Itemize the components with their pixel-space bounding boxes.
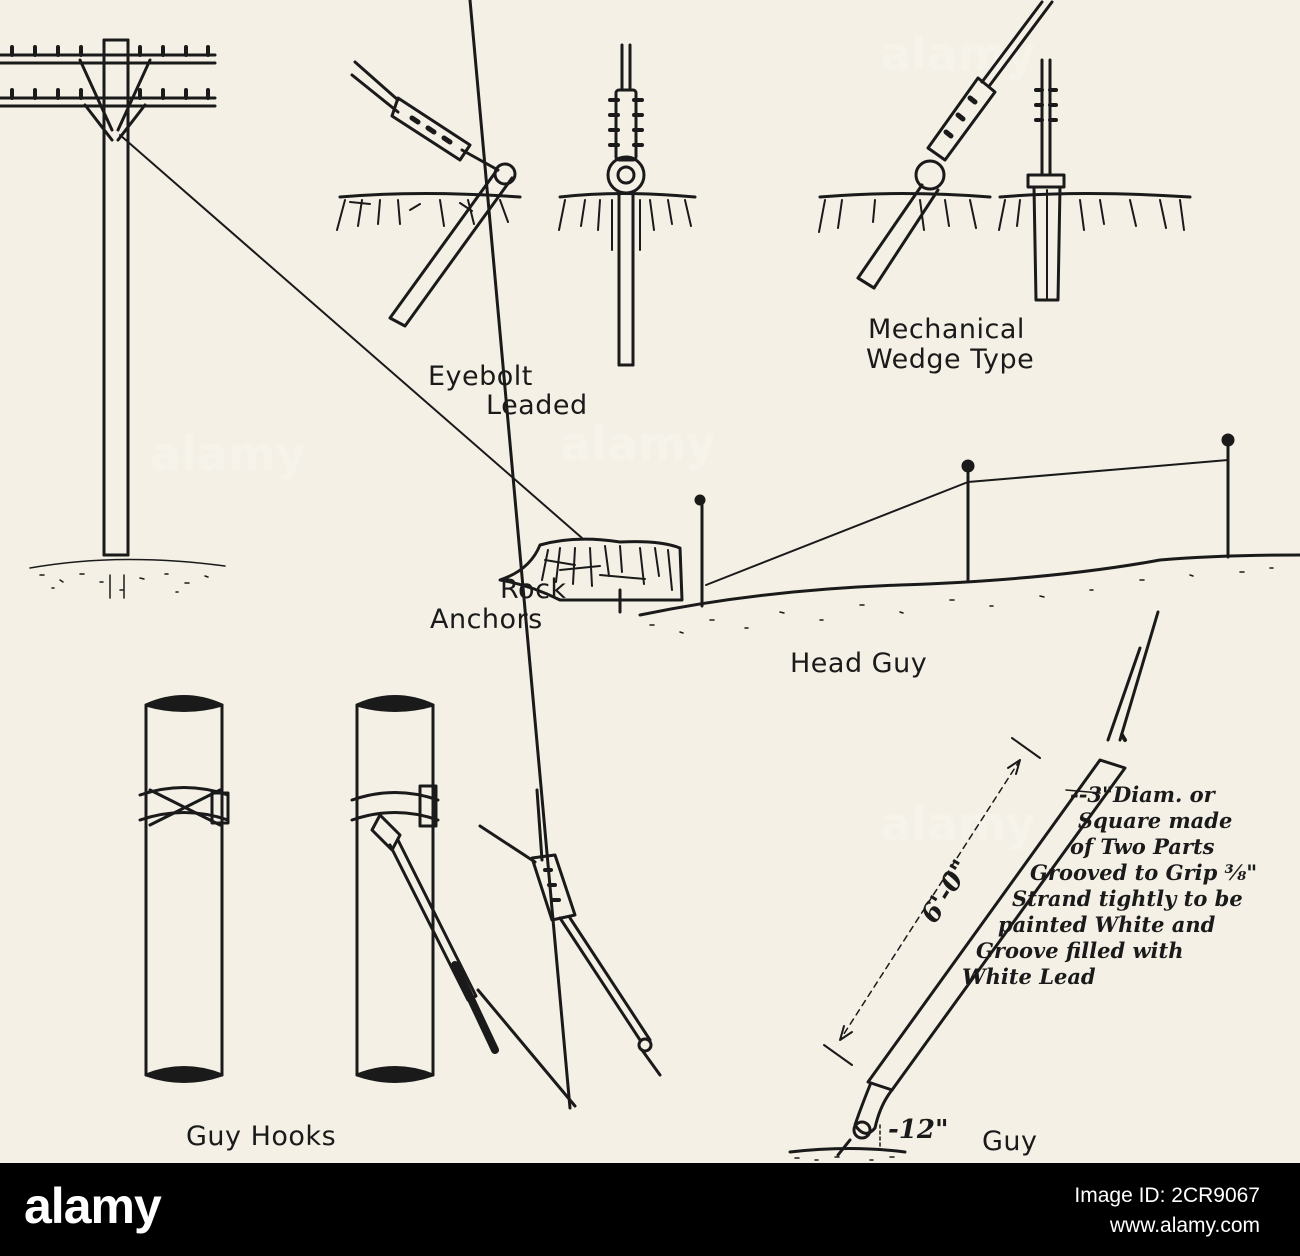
line-drawing: alamy alamy alamy alamy bbox=[0, 0, 1300, 1161]
label-rock: Rock bbox=[500, 574, 567, 605]
guy-anchor-illustration: alamy alamy alamy alamy bbox=[0, 0, 1300, 1163]
dimension-guard-length: 6'-0" bbox=[915, 855, 977, 929]
label-guy-hooks: Guy Hooks bbox=[186, 1121, 336, 1152]
note-line: Groove filled with bbox=[976, 938, 1184, 963]
label-guy: Guy bbox=[982, 1126, 1038, 1157]
figure-labels: Eyebolt Leaded Mechanical Wedge Type Roc… bbox=[186, 314, 1257, 1157]
guard-note: --3"Diam. or Square made of Two Parts Gr… bbox=[962, 782, 1257, 989]
note-line: Strand tightly to be bbox=[1012, 886, 1243, 911]
label-head-guy: Head Guy bbox=[790, 648, 927, 679]
head-guy bbox=[638, 433, 1300, 634]
label-wedge-type: Wedge Type bbox=[866, 344, 1034, 375]
note-line: painted White and bbox=[998, 912, 1216, 937]
watermark-text: alamy bbox=[150, 427, 306, 481]
label-anchors: Anchors bbox=[430, 604, 543, 635]
note-line: of Two Parts bbox=[1070, 834, 1215, 859]
dimension-clearance: -12" bbox=[888, 1115, 949, 1145]
note-line: White Lead bbox=[962, 964, 1096, 989]
label-mechanical: Mechanical bbox=[868, 314, 1025, 345]
watermark-text: alamy bbox=[560, 417, 716, 471]
pole-ground bbox=[29, 558, 226, 599]
image-id: Image ID: 2CR9067 bbox=[1074, 1184, 1260, 1207]
guy-hook-loose bbox=[478, 788, 662, 1077]
rock-anchor bbox=[498, 537, 684, 614]
site-link[interactable]: www.alamy.com bbox=[1109, 1214, 1260, 1237]
guy-hook-pole-2 bbox=[350, 0, 577, 1110]
watermark-group: alamy alamy alamy alamy bbox=[150, 27, 1036, 851]
note-line: --3"Diam. or bbox=[1070, 782, 1217, 807]
guy-hook-pole-1 bbox=[138, 695, 230, 1083]
eyebolt-leaded-anchor bbox=[336, 43, 697, 367]
watermark-text: alamy bbox=[880, 27, 1036, 81]
watermark-text: alamy bbox=[880, 797, 1036, 851]
label-leaded: Leaded bbox=[486, 390, 588, 421]
mechanical-wedge-anchor bbox=[818, 0, 1192, 302]
alamy-logo[interactable]: alamy bbox=[24, 1178, 162, 1234]
note-line: Square made bbox=[1078, 808, 1232, 833]
label-eyebolt: Eyebolt bbox=[428, 361, 533, 392]
stock-footer: alamy Image ID: 2CR9067 www.alamy.com bbox=[0, 1163, 1300, 1256]
note-line: Grooved to Grip ⅜" bbox=[1030, 860, 1257, 885]
guy-guard bbox=[788, 610, 1160, 1161]
telephone-pole bbox=[0, 38, 583, 557]
image-info: Image ID: 2CR9067 www.alamy.com bbox=[1074, 1181, 1260, 1241]
